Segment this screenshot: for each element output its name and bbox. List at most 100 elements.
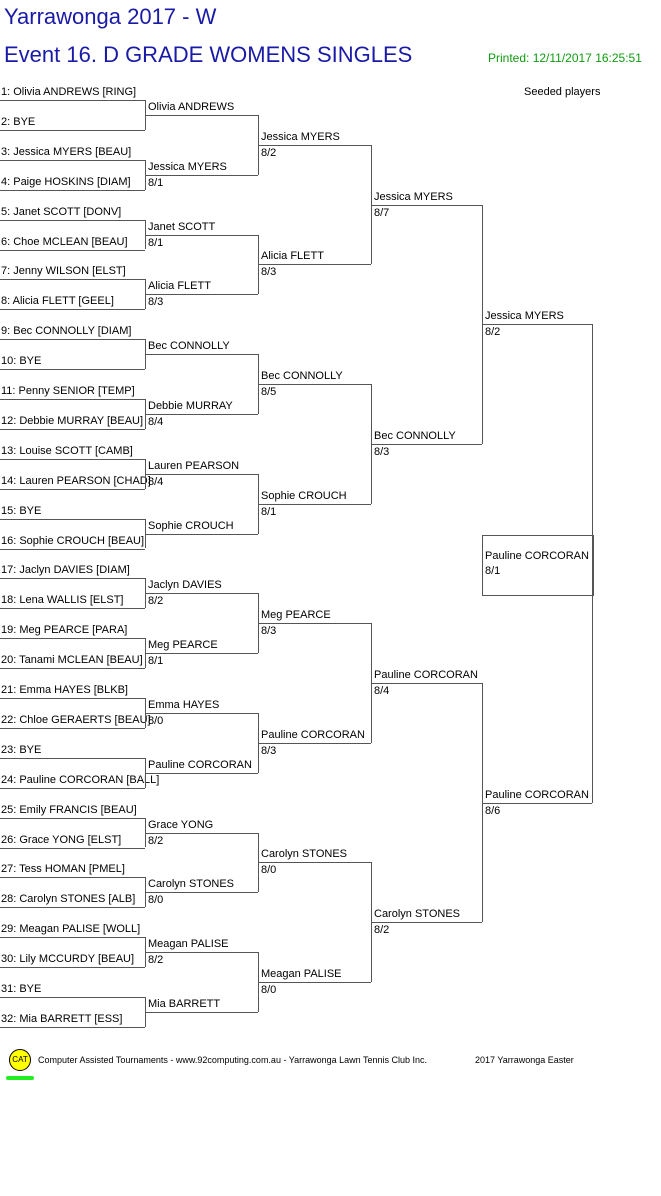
player-entry: 25: Emily FRANCIS [BEAU] <box>1 803 137 816</box>
bracket-connector <box>145 458 146 489</box>
match-winner: Carolyn STONES <box>148 878 234 891</box>
match-winner: Pauline CORCORAN <box>485 788 589 801</box>
match-winner: Jessica MYERS <box>374 190 453 203</box>
player-entry: 12: Debbie MURRAY [BEAU] <box>1 414 144 427</box>
bracket-line <box>258 384 371 386</box>
bracket-line <box>145 653 258 655</box>
player-entry: 5: Janet SCOTT [DONV] <box>1 205 122 218</box>
player-entry: 30: Lily MCCURDY [BEAU] <box>1 953 135 966</box>
player-entry: 18: Lena WALLIS [ELST] <box>1 594 124 607</box>
bracket-line <box>482 802 592 804</box>
bracket-line <box>0 757 145 759</box>
bracket-line <box>0 668 145 670</box>
match-winner: Bec CONNOLLY <box>148 340 230 353</box>
match-winner: Carolyn STONES <box>374 908 460 921</box>
match-winner: Alicia FLETT <box>148 280 211 293</box>
bracket-line <box>482 324 592 326</box>
bracket-connector <box>258 114 259 175</box>
bracket-connector <box>145 877 146 908</box>
bracket-line <box>145 593 258 595</box>
bracket-connector <box>145 279 146 310</box>
bracket-connector <box>145 219 146 250</box>
match-score: 8/4 <box>374 685 390 698</box>
bracket-line <box>0 279 145 281</box>
bracket-line <box>0 219 145 221</box>
bracket-connector <box>145 817 146 848</box>
footer-credit: Computer Assisted Tournaments - www.92co… <box>38 1055 428 1065</box>
player-entry: 7: Jenny WILSON [ELST] <box>1 265 126 278</box>
match-winner: Olivia ANDREWS <box>148 100 235 113</box>
bracket-line <box>145 294 258 296</box>
bracket-line <box>258 144 371 146</box>
match-score: 8/5 <box>261 386 277 399</box>
footer-event: 2017 Yarrawonga Easter <box>475 1055 574 1065</box>
player-entry: 23: BYE <box>1 743 42 756</box>
player-entry: 11: Penny SENIOR [TEMP] <box>1 385 135 397</box>
match-score: 8/0 <box>148 714 164 727</box>
bracket-line <box>0 428 145 430</box>
bracket-line <box>0 937 145 939</box>
bracket-line <box>258 623 371 625</box>
bracket-line <box>145 174 258 176</box>
player-entry: 13: Louise SCOTT [CAMB] <box>1 444 133 457</box>
match-score: 8/4 <box>148 415 164 428</box>
bracket-line <box>145 533 258 535</box>
bracket-connector <box>145 638 146 669</box>
player-entry: 31: BYE <box>1 983 42 995</box>
match-winner: Meagan PALISE <box>148 938 229 951</box>
bracket-line <box>371 683 482 685</box>
match-score: 8/3 <box>261 744 277 757</box>
player-entry: 24: Pauline CORCORAN [BALL] <box>1 773 160 786</box>
bracket-line <box>145 1011 258 1013</box>
bracket-line <box>258 742 371 744</box>
match-score: 8/2 <box>374 924 390 937</box>
bracket-line <box>145 712 258 714</box>
bracket-line <box>0 638 145 640</box>
bracket-line <box>145 892 258 894</box>
player-entry: 4: Paige HOSKINS [DIAM] <box>1 175 131 188</box>
champion-score: 8/1 <box>485 565 501 577</box>
bracket-connector <box>592 324 593 803</box>
bracket-connector <box>145 518 146 549</box>
match-score: 8/3 <box>148 296 164 309</box>
match-winner: Jessica MYERS <box>261 130 340 143</box>
bracket-line <box>0 817 145 819</box>
logo-underline <box>6 1076 34 1080</box>
player-entry: 2: BYE <box>1 115 36 128</box>
bracket-line <box>371 443 482 445</box>
bracket-line <box>258 503 371 505</box>
match-winner: Emma HAYES <box>148 698 220 711</box>
match-winner: Debbie MURRAY <box>148 399 233 412</box>
match-score: 8/7 <box>374 206 390 219</box>
bracket-line <box>371 204 482 206</box>
match-score: 8/1 <box>148 655 164 668</box>
bracket-line <box>0 369 145 371</box>
bracket-line <box>0 548 145 550</box>
match-score: 8/2 <box>148 954 164 967</box>
bracket-line <box>0 698 145 699</box>
bracket-line <box>0 847 145 849</box>
match-score: 8/1 <box>261 505 277 518</box>
bracket-connector <box>258 952 259 1012</box>
bracket-line <box>258 264 371 266</box>
bracket-line <box>0 339 145 341</box>
match-score: 8/0 <box>261 864 277 877</box>
bracket-line <box>0 309 145 311</box>
cat-logo: CAT <box>9 1049 31 1071</box>
bracket-line <box>371 922 482 924</box>
match-winner: Carolyn STONES <box>261 848 347 861</box>
match-score: 8/4 <box>148 475 164 488</box>
match-winner: Jessica MYERS <box>148 160 227 173</box>
player-entry: 14: Lauren PEARSON [CHAD] <box>1 474 151 487</box>
tournament-title: Yarrawonga 2017 - W <box>4 4 217 29</box>
match-winner: Meg PEARCE <box>261 609 331 622</box>
event-title: Event 16. D GRADE WOMENS SINGLES <box>4 42 413 67</box>
player-entry: 17: Jaclyn DAVIES [DIAM] <box>1 564 130 577</box>
bracket-line <box>0 458 145 460</box>
bracket-line <box>258 982 371 984</box>
bracket-line <box>145 413 258 415</box>
match-score: 8/2 <box>485 326 501 339</box>
bracket-line <box>0 488 145 490</box>
bracket-connector <box>258 354 259 414</box>
